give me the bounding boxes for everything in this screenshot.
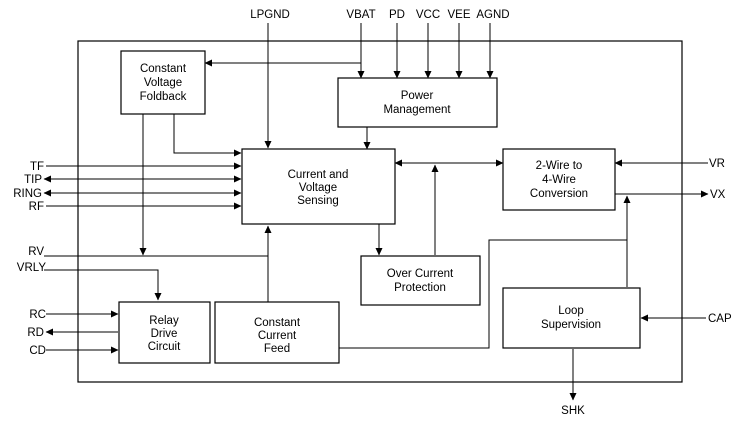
block-text: Circuit bbox=[148, 341, 181, 353]
block-text: Voltage bbox=[299, 182, 337, 194]
block-constant-voltage-foldback: Constant Voltage Foldback bbox=[120, 50, 206, 115]
block-text: Foldback bbox=[140, 91, 187, 103]
block-relay-drive-circuit: Relay Drive Circuit bbox=[118, 301, 211, 364]
block-text: Constant bbox=[140, 63, 187, 75]
block-text: Feed bbox=[264, 343, 290, 355]
pin-labels-left: TF TIP RING RF RV VRLY RC RD CD bbox=[13, 161, 46, 357]
pin-vbat: VBAT bbox=[346, 9, 375, 21]
pin-rc: RC bbox=[29, 309, 46, 321]
block-text: Management bbox=[383, 104, 451, 116]
block-2wire-4wire-conversion: 2-Wire to 4-Wire Conversion bbox=[502, 148, 616, 211]
pin-pd: PD bbox=[389, 9, 405, 21]
pin-agnd: AGND bbox=[476, 9, 509, 21]
block-text: Protection bbox=[394, 282, 446, 294]
pin-cd: CD bbox=[29, 345, 46, 357]
wires bbox=[43, 23, 709, 401]
block-text: Current and bbox=[288, 169, 349, 181]
pin-vrly: VRLY bbox=[17, 262, 47, 274]
block-text: Relay bbox=[149, 315, 179, 327]
pin-rd: RD bbox=[27, 327, 44, 339]
wire-vrly bbox=[44, 269, 162, 301]
block-text: 4-Wire bbox=[542, 174, 576, 186]
block-over-current-protection: Over Current Protection bbox=[360, 255, 481, 306]
pin-rv: RV bbox=[28, 246, 44, 258]
block-text: Voltage bbox=[144, 77, 182, 89]
block-text: Power bbox=[401, 90, 434, 102]
pin-tf: TF bbox=[30, 161, 44, 173]
block-power-management: Power Management bbox=[337, 77, 498, 128]
pin-ring: RING bbox=[13, 188, 42, 200]
pin-vee: VEE bbox=[447, 9, 470, 21]
pin-vr: VR bbox=[709, 158, 725, 170]
pin-vx: VX bbox=[710, 189, 726, 201]
block-current-voltage-sensing: Current and Voltage Sensing bbox=[241, 148, 396, 225]
block-text: Conversion bbox=[530, 188, 588, 200]
block-text: Constant bbox=[254, 317, 301, 329]
pin-vcc: VCC bbox=[416, 9, 440, 21]
block-text: Loop bbox=[558, 305, 584, 317]
pin-labels-bottom: SHK bbox=[561, 405, 585, 417]
block-text: Current bbox=[258, 330, 297, 342]
block-text: Supervision bbox=[541, 319, 601, 331]
block-text: Over Current bbox=[387, 268, 454, 280]
block-text: 2-Wire to bbox=[536, 160, 583, 172]
pin-lpgnd: LPGND bbox=[250, 9, 290, 21]
block-text: Drive bbox=[151, 328, 178, 340]
pin-cap: CAP bbox=[708, 313, 732, 325]
pin-rf: RF bbox=[29, 201, 44, 213]
pin-shk: SHK bbox=[561, 405, 585, 417]
wire-foldback-sensing bbox=[173, 114, 242, 157]
pin-tip: TIP bbox=[24, 174, 42, 186]
block-loop-supervision: Loop Supervision bbox=[502, 287, 641, 349]
pin-labels-top: LPGND VBAT PD VCC VEE AGND bbox=[250, 9, 509, 21]
block-constant-current-feed: Constant Current Feed bbox=[214, 301, 340, 364]
wire-ccf-2w4w bbox=[339, 239, 627, 349]
pin-labels-right: VR VX CAP bbox=[708, 158, 732, 325]
block-text: Sensing bbox=[297, 195, 339, 207]
